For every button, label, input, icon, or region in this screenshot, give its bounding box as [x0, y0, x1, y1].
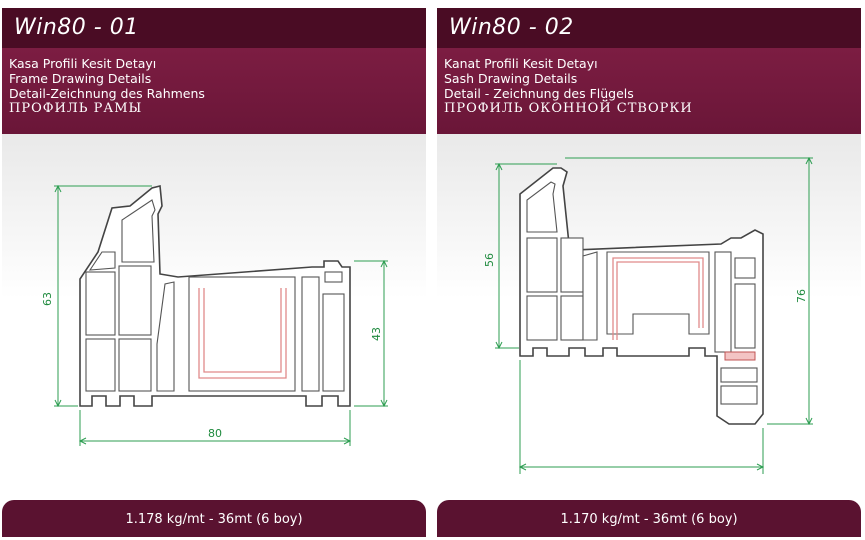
- sash-chamber: [560, 237, 584, 293]
- sash-chamber: [734, 283, 756, 349]
- frame-chamber: [156, 281, 175, 392]
- sash-profile-drawing: 56 76: [437, 134, 861, 500]
- frame-description-de: Detail-Zeichnung des Rahmens: [9, 86, 205, 101]
- frame-chamber: [301, 276, 320, 392]
- sash-height-dimension-line: [495, 162, 557, 350]
- sash-width-dimension-line: [518, 360, 765, 474]
- frame-chamber: [88, 251, 116, 271]
- sash-total-height-dimension-line: [565, 156, 813, 426]
- frame-width-dimension-line: [78, 410, 352, 446]
- sash-gasket: [724, 351, 756, 361]
- frame-chamber: [85, 338, 116, 392]
- sash-chamber: [526, 181, 558, 233]
- sash-chamber: [582, 251, 598, 341]
- frame-weight-footer: 1.178 kg/mt - 36mt (6 boy): [2, 500, 426, 537]
- frame-description-ru: ПРОФИЛЬ РАМЫ: [9, 101, 143, 116]
- sash-chamber: [526, 295, 558, 341]
- sash-chamber: [720, 385, 758, 405]
- frame-profile-panel: Win80 - 01 Kasa Profili Kesit Detayı Fra…: [2, 0, 426, 540]
- frame-profile-drawing: 63 43 80: [2, 134, 426, 500]
- frame-reinforcement: [198, 288, 287, 379]
- frame-description-tr: Kasa Profili Kesit Detayı: [9, 56, 157, 71]
- frame-description: Kasa Profili Kesit Detayı Frame Drawing …: [2, 48, 426, 134]
- frame-chamber: [322, 293, 345, 392]
- frame-profile-svg: 63 43 80: [41, 184, 388, 446]
- frame-chamber: [118, 338, 152, 392]
- sash-chamber: [714, 251, 732, 353]
- sash-description: Kanat Profili Kesit Detayı Sash Drawing …: [437, 48, 861, 134]
- sash-panel-title: Win80 - 02: [437, 8, 861, 48]
- sash-chamber: [720, 367, 758, 383]
- frame-height-dimension-line: [54, 184, 152, 408]
- sash-chamber: [560, 295, 584, 341]
- sash-chamber: [734, 257, 756, 279]
- frame-height-label: 63: [41, 292, 54, 306]
- sash-weight-footer: 1.170 kg/mt - 36mt (6 boy): [437, 500, 861, 537]
- frame-chamber: [118, 265, 152, 336]
- frame-panel-title: Win80 - 01: [2, 8, 426, 48]
- sash-profile-svg: 56 76: [483, 156, 813, 474]
- sash-height-label: 56: [483, 253, 496, 267]
- frame-inner-height-dimension-line: [354, 259, 388, 408]
- sash-reinforcement: [612, 257, 704, 340]
- sash-chamber: [526, 237, 558, 293]
- sash-description-de: Detail - Zeichnung des Flügels: [444, 86, 634, 101]
- frame-description-en: Frame Drawing Details: [9, 71, 152, 86]
- sash-total-height-label: 76: [795, 289, 808, 303]
- frame-chamber: [121, 199, 156, 263]
- frame-inner-height-label: 43: [370, 327, 383, 341]
- frame-chamber: [324, 271, 343, 283]
- frame-width-label: 80: [208, 427, 222, 440]
- sash-steel-chamber: [606, 251, 710, 335]
- sash-description-ru: ПРОФИЛЬ ОКОННОЙ СТВОРКИ: [444, 101, 693, 116]
- sash-description-en: Sash Drawing Details: [444, 71, 578, 86]
- sash-profile-panel: Win80 - 02 Kanat Profili Kesit Detayı Sa…: [437, 0, 861, 540]
- frame-chamber: [85, 271, 116, 336]
- frame-steel-chamber: [188, 276, 296, 392]
- sash-description-tr: Kanat Profili Kesit Detayı: [444, 56, 598, 71]
